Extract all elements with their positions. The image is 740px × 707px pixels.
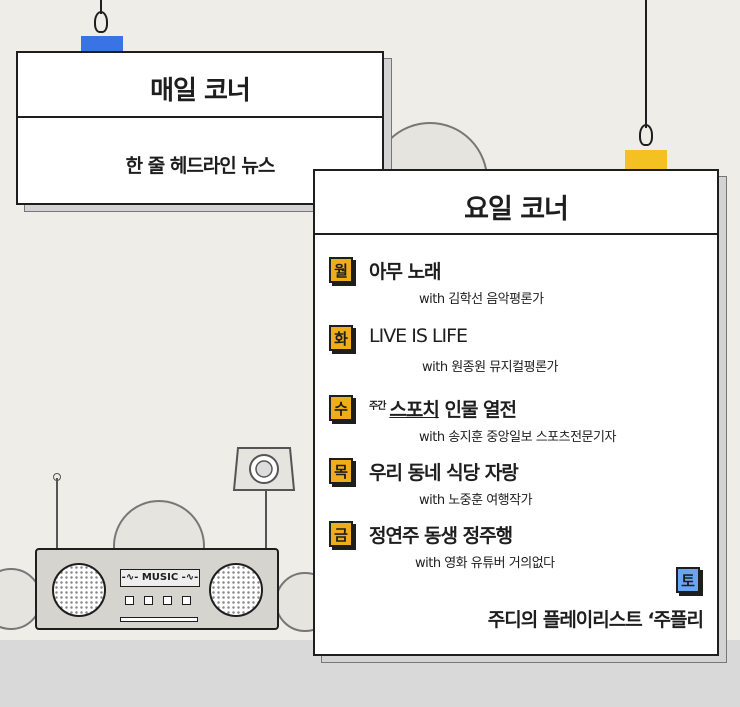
segment-title-underlined: 스포치 [389, 399, 439, 421]
antenna [56, 478, 58, 548]
speaker-right [209, 563, 263, 617]
radio-dial [120, 617, 198, 622]
segment-guest: with 노중훈 여행작가 [419, 493, 533, 508]
radio-icon: -∿- MUSIC -∿- [35, 548, 279, 630]
list-item-monday: 월 아무 노래 with 김학선 음악평론가 [329, 257, 707, 313]
list-item-friday: 금 정연주 동생 정주행 with 영화 유튜버 거의없다 [329, 521, 707, 577]
saturday-segment-title: 주디의 플레이리스트 ‘주플리 [487, 609, 704, 631]
day-badge: 금 [329, 521, 353, 547]
day-badge: 목 [329, 458, 353, 484]
list-item-tuesday: 화 LIVE IS LIFE with 원종원 뮤지컬평론가 [329, 325, 707, 381]
weekday-corner-title: 요일 코너 [464, 194, 569, 225]
list-item-thursday: 목 우리 동네 식당 자랑 with 노중훈 여행작가 [329, 458, 707, 514]
day-badge: 수 [329, 395, 353, 421]
segment-guest: with 원종원 뮤지컬평론가 [422, 360, 559, 375]
binder-clip-icon [639, 124, 653, 146]
segment-title: 우리 동네 식당 자랑 [369, 462, 519, 484]
hanging-string [100, 0, 102, 14]
divider [18, 116, 382, 118]
radio-button [182, 596, 191, 605]
segment-guest: with 김학선 음악평론가 [419, 292, 544, 307]
segment-title-rest: 인물 열전 [438, 399, 517, 421]
segment-guest: with 송지훈 중앙일보 스포츠전문기자 [419, 430, 616, 445]
day-badge-saturday: 토 [676, 567, 700, 593]
binder-clip-icon [94, 11, 108, 33]
spotlight-icon [232, 447, 296, 550]
segment-title: LIVE IS LIFE [369, 325, 468, 347]
binder-clip-icon [625, 150, 667, 172]
segment-title-prefix: 주간 [369, 400, 386, 412]
radio-button [144, 596, 153, 605]
speaker-left [52, 563, 106, 617]
divider [315, 233, 717, 235]
day-badge: 화 [329, 325, 353, 351]
segment-guest: with 영화 유튜버 거의없다 [415, 556, 555, 571]
segment-title: 정연주 동생 정주행 [369, 525, 513, 547]
radio-label: -∿- MUSIC -∿- [120, 569, 200, 587]
segment-title: 아무 노래 [369, 261, 442, 283]
day-badge: 월 [329, 257, 353, 283]
radio-button [125, 596, 134, 605]
daily-corner-item: 한 줄 헤드라인 뉴스 [125, 155, 276, 177]
weekday-corner-card: 요일 코너 월 아무 노래 with 김학선 음악평론가 화 LIVE IS L… [313, 169, 719, 656]
radio-button [163, 596, 172, 605]
daily-corner-title: 매일 코너 [150, 76, 251, 106]
hanging-string [645, 0, 647, 128]
